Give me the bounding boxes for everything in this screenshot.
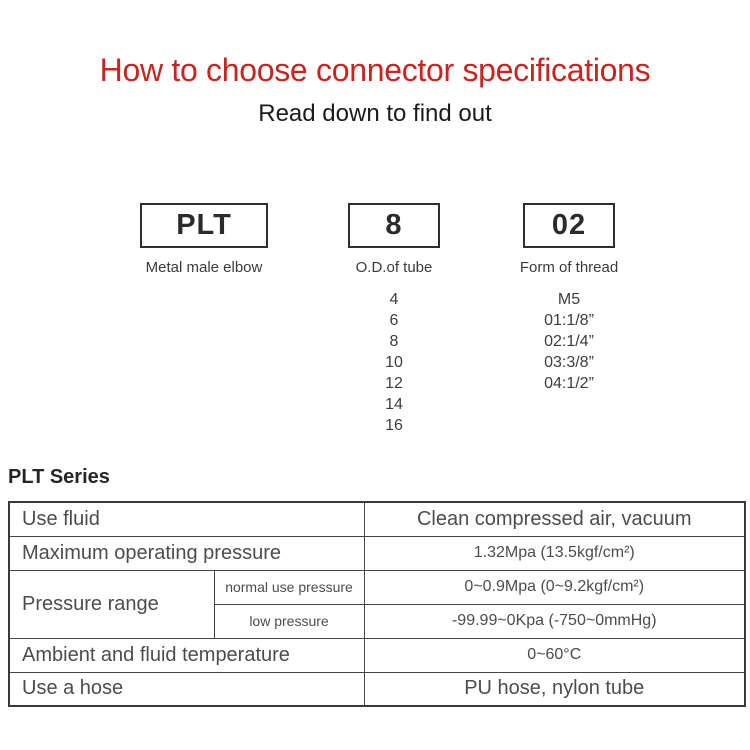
tube-od-option: 4: [389, 291, 399, 308]
thread-code-text: 02: [551, 209, 587, 241]
thread-code-box: 02: [523, 203, 615, 248]
thread-options: M5 01:1/8” 02:1/4” 03:3/8” 04:1/2”: [469, 289, 669, 394]
spec-segment-series: PLT Metal male elbow: [104, 203, 304, 276]
thread-option: 04:1/2”: [544, 375, 594, 392]
series-heading: PLT Series: [8, 466, 110, 488]
tube-od-option: 16: [385, 417, 403, 434]
tube-od-option: 14: [385, 396, 403, 413]
row-label-pressure-range: Pressure range: [8, 569, 215, 639]
row-label-max-pressure: Maximum operating pressure: [8, 535, 365, 571]
thread-option: M5: [557, 291, 581, 308]
row-label-temperature: Ambient and fluid temperature: [8, 637, 365, 673]
thread-option: 03:3/8”: [544, 354, 594, 371]
spec-segment-thread: 02 Form of thread M5 01:1/8” 02:1/4” 03:…: [469, 203, 669, 394]
row-value-use-fluid: Clean compressed air, vacuum: [363, 501, 746, 537]
page-title: How to choose connector specifications: [99, 52, 651, 88]
page-subtitle: Read down to find out: [258, 100, 492, 127]
thread-option: 02:1/4”: [544, 333, 594, 350]
table-row-max-pressure: Maximum operating pressure 1.32Mpa (13.5…: [8, 535, 746, 571]
thread-label: Form of thread: [519, 259, 619, 276]
row-value-low-pressure: -99.99~0Kpa (-750~0mmHg): [363, 603, 746, 639]
row-value-temperature: 0~60°C: [363, 637, 746, 673]
spec-table: Use fluid Clean compressed air, vacuum M…: [8, 501, 746, 707]
table-row-normal-pressure: Pressure range normal use pressure 0~0.9…: [8, 569, 746, 639]
spec-segment-tube-od: 8 O.D.of tube 4 6 8 10 12 14 16: [294, 203, 494, 436]
tube-od-options: 4 6 8 10 12 14 16: [294, 289, 494, 436]
series-code-label: Metal male elbow: [145, 259, 263, 276]
tube-od-option: 8: [389, 333, 399, 350]
row-label-hose: Use a hose: [8, 671, 365, 707]
table-row-temperature: Ambient and fluid temperature 0~60°C: [8, 637, 746, 673]
tube-od-option: 12: [385, 375, 403, 392]
row-value-normal-pressure: 0~0.9Mpa (0~9.2kgf/cm²): [363, 569, 746, 605]
row-label-use-fluid: Use fluid: [8, 501, 365, 537]
tube-od-code-text: 8: [385, 209, 403, 241]
row-sublabel-normal-pressure: normal use pressure: [213, 569, 365, 605]
tube-od-code-box: 8: [348, 203, 440, 248]
thread-option: 01:1/8”: [544, 312, 594, 329]
tube-od-label: O.D.of tube: [355, 259, 433, 276]
series-code-text: PLT: [176, 209, 232, 241]
row-value-hose: PU hose, nylon tube: [363, 671, 746, 707]
table-row-low-pressure: low pressure -99.99~0Kpa (-750~0mmHg): [9, 603, 746, 639]
series-code-box: PLT: [140, 203, 268, 248]
table-row-use-fluid: Use fluid Clean compressed air, vacuum: [8, 501, 746, 537]
table-row-hose: Use a hose PU hose, nylon tube: [8, 671, 746, 707]
row-value-max-pressure: 1.32Mpa (13.5kgf/cm²): [363, 535, 746, 571]
tube-od-option: 6: [389, 312, 399, 329]
tube-od-option: 10: [385, 354, 403, 371]
row-sublabel-low-pressure: low pressure: [213, 603, 365, 639]
